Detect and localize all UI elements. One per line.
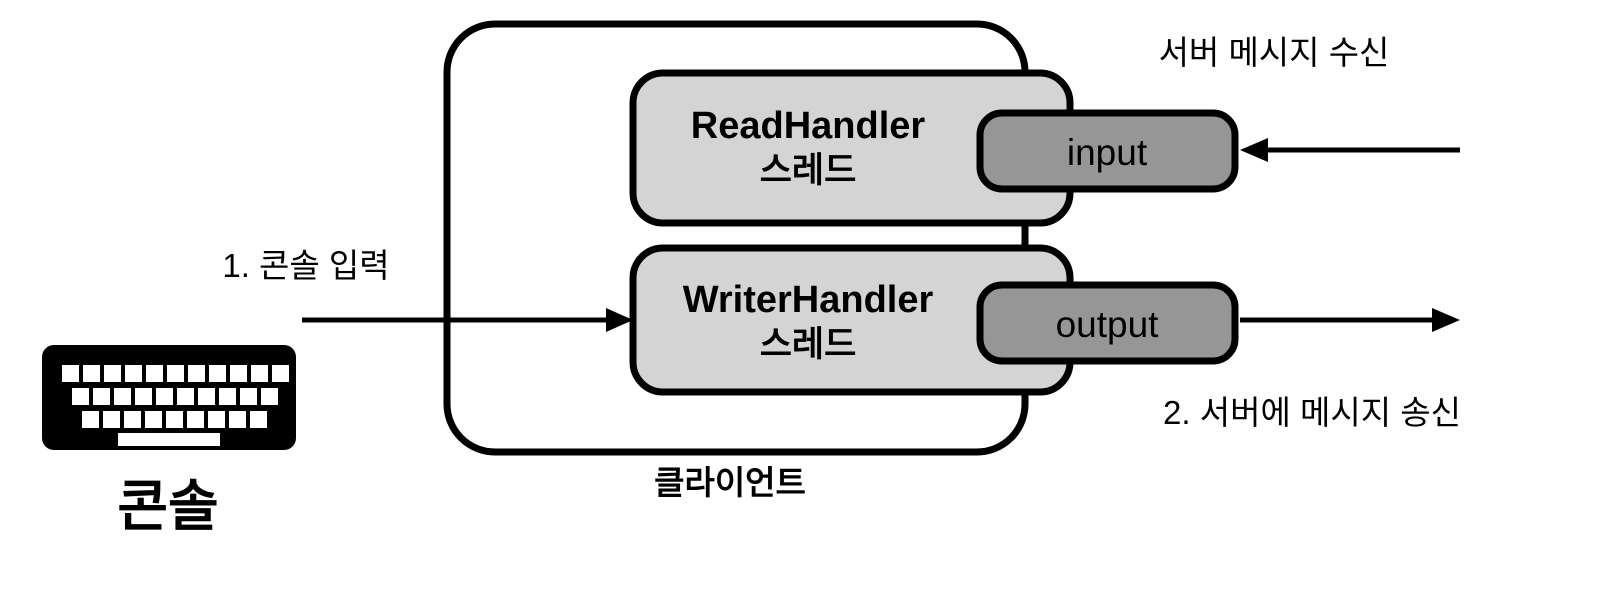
input-stream-label: input [1067, 132, 1148, 173]
writerhandler-title: WriterHandler [683, 279, 934, 321]
annotation-console-input: 1. 콘솔 입력 [222, 247, 389, 284]
annotation-server-send: 2. 서버에 메시지 송신 [1163, 394, 1461, 431]
writerhandler-subtitle: 스레드 [760, 325, 857, 364]
console-input-arrow [302, 308, 633, 332]
keyboard-icon [42, 345, 296, 450]
output-stream-box [976, 281, 1239, 365]
client-label: 클라이언트 [654, 464, 806, 501]
annotation-server-receive: 서버 메시지 수신 [1159, 34, 1390, 71]
readhandler-title: ReadHandler [691, 105, 926, 147]
readhandler-subtitle: 스레드 [760, 151, 857, 190]
output-stream-label: output [1056, 304, 1160, 345]
input-stream-box [976, 109, 1239, 193]
server-receive-arrow [1240, 138, 1460, 162]
server-send-arrow [1240, 308, 1460, 332]
console-label: 콘솔 [117, 475, 218, 537]
